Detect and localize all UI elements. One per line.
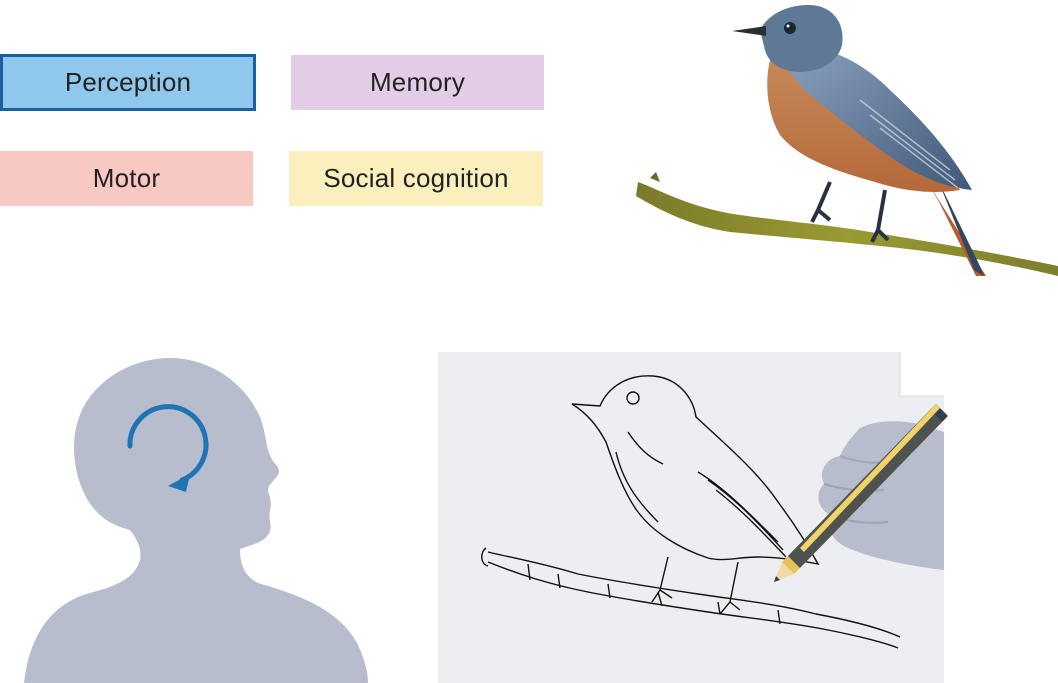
circular-arrow-icon [127,404,209,492]
hand-with-pencil [774,404,948,582]
drawing-paper [438,352,944,683]
bird-photo [636,5,1058,276]
perception-label: Perception [0,54,256,111]
social-cognition-label: Social cognition [289,151,543,206]
head-silhouette [24,358,368,683]
memory-label: Memory [291,55,544,110]
motor-label: Motor [0,151,253,206]
